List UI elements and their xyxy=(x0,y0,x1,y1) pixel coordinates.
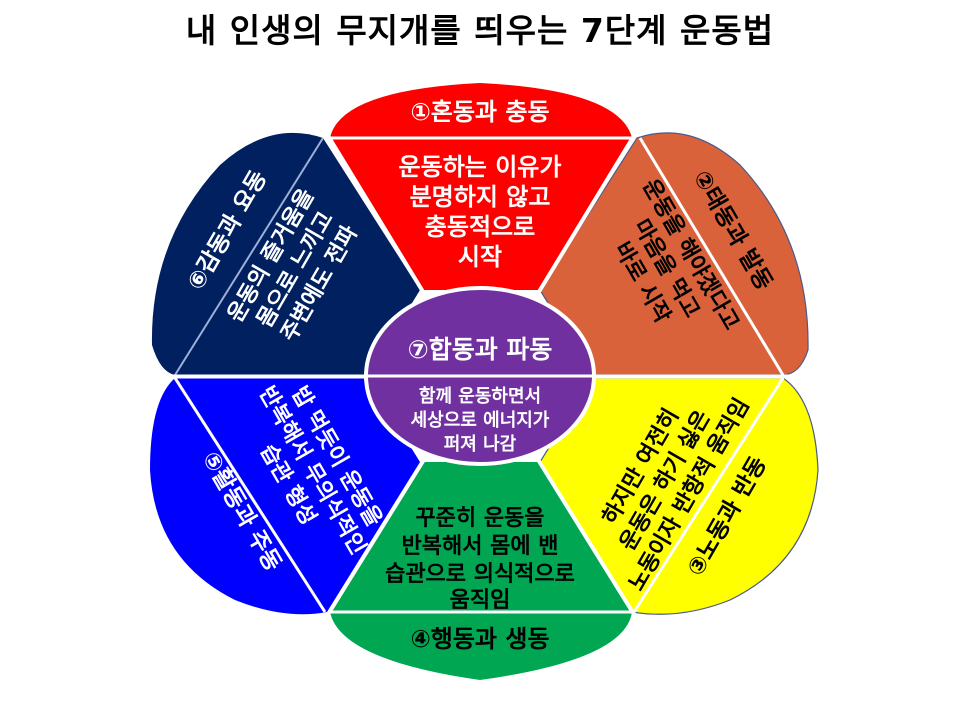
petal-2-shape xyxy=(539,132,809,376)
svg-text:꾸준히 운동을: 꾸준히 운동을 xyxy=(415,506,544,531)
petal-3-shape xyxy=(539,377,819,615)
svg-text:함께 운동하면서: 함께 운동하면서 xyxy=(419,385,541,407)
petal-5-blue xyxy=(150,377,420,615)
svg-text:퍼져 나감: 퍼져 나감 xyxy=(444,434,517,455)
svg-text:습관으로 의식적으로: 습관으로 의식적으로 xyxy=(385,562,575,587)
petal-4-green xyxy=(330,462,632,680)
petal-6-navy xyxy=(151,132,420,376)
petal-4-description: 꾸준히 운동을 반복해서 몸에 밴 습관으로 의식적으로 움직임 xyxy=(385,506,575,613)
petal-4-heading: ④행동과 생동 xyxy=(410,625,549,653)
petal-4-cap xyxy=(330,612,632,680)
petal-6-shape xyxy=(151,132,420,375)
center-description: 함께 운동하면서 세상으로 에너지가 퍼져 나감 xyxy=(411,385,550,455)
svg-text:반복해서 몸에 밴: 반복해서 몸에 밴 xyxy=(402,534,559,559)
petal-2-orange xyxy=(539,132,809,376)
svg-text:시작: 시작 xyxy=(458,243,502,271)
center-heading: ⑦합동과 파동 xyxy=(408,335,553,364)
svg-text:세상으로 에너지가: 세상으로 에너지가 xyxy=(411,410,550,431)
svg-text:운동하는 이유가: 운동하는 이유가 xyxy=(399,153,562,181)
petal-1-cap xyxy=(330,83,632,138)
petal-4-body xyxy=(330,462,632,612)
petal-1-description: 운동하는 이유가 분명하지 않고 충동적으로 시작 xyxy=(399,153,562,271)
svg-text:충동적으로: 충동적으로 xyxy=(425,213,535,241)
svg-text:분명하지 않고: 분명하지 않고 xyxy=(410,183,551,211)
petal-1-heading: ①혼동과 충동 xyxy=(410,98,549,126)
svg-text:움직임: 움직임 xyxy=(450,588,511,613)
petal-1-body xyxy=(330,138,632,290)
diagram-title: 내 인생의 무지개를 띄우는 7단계 운동법 xyxy=(185,11,775,50)
petal-1-red xyxy=(330,83,632,290)
center-circle xyxy=(364,286,596,466)
petal-5-shape xyxy=(150,378,420,615)
petal-3-yellow xyxy=(539,377,819,615)
